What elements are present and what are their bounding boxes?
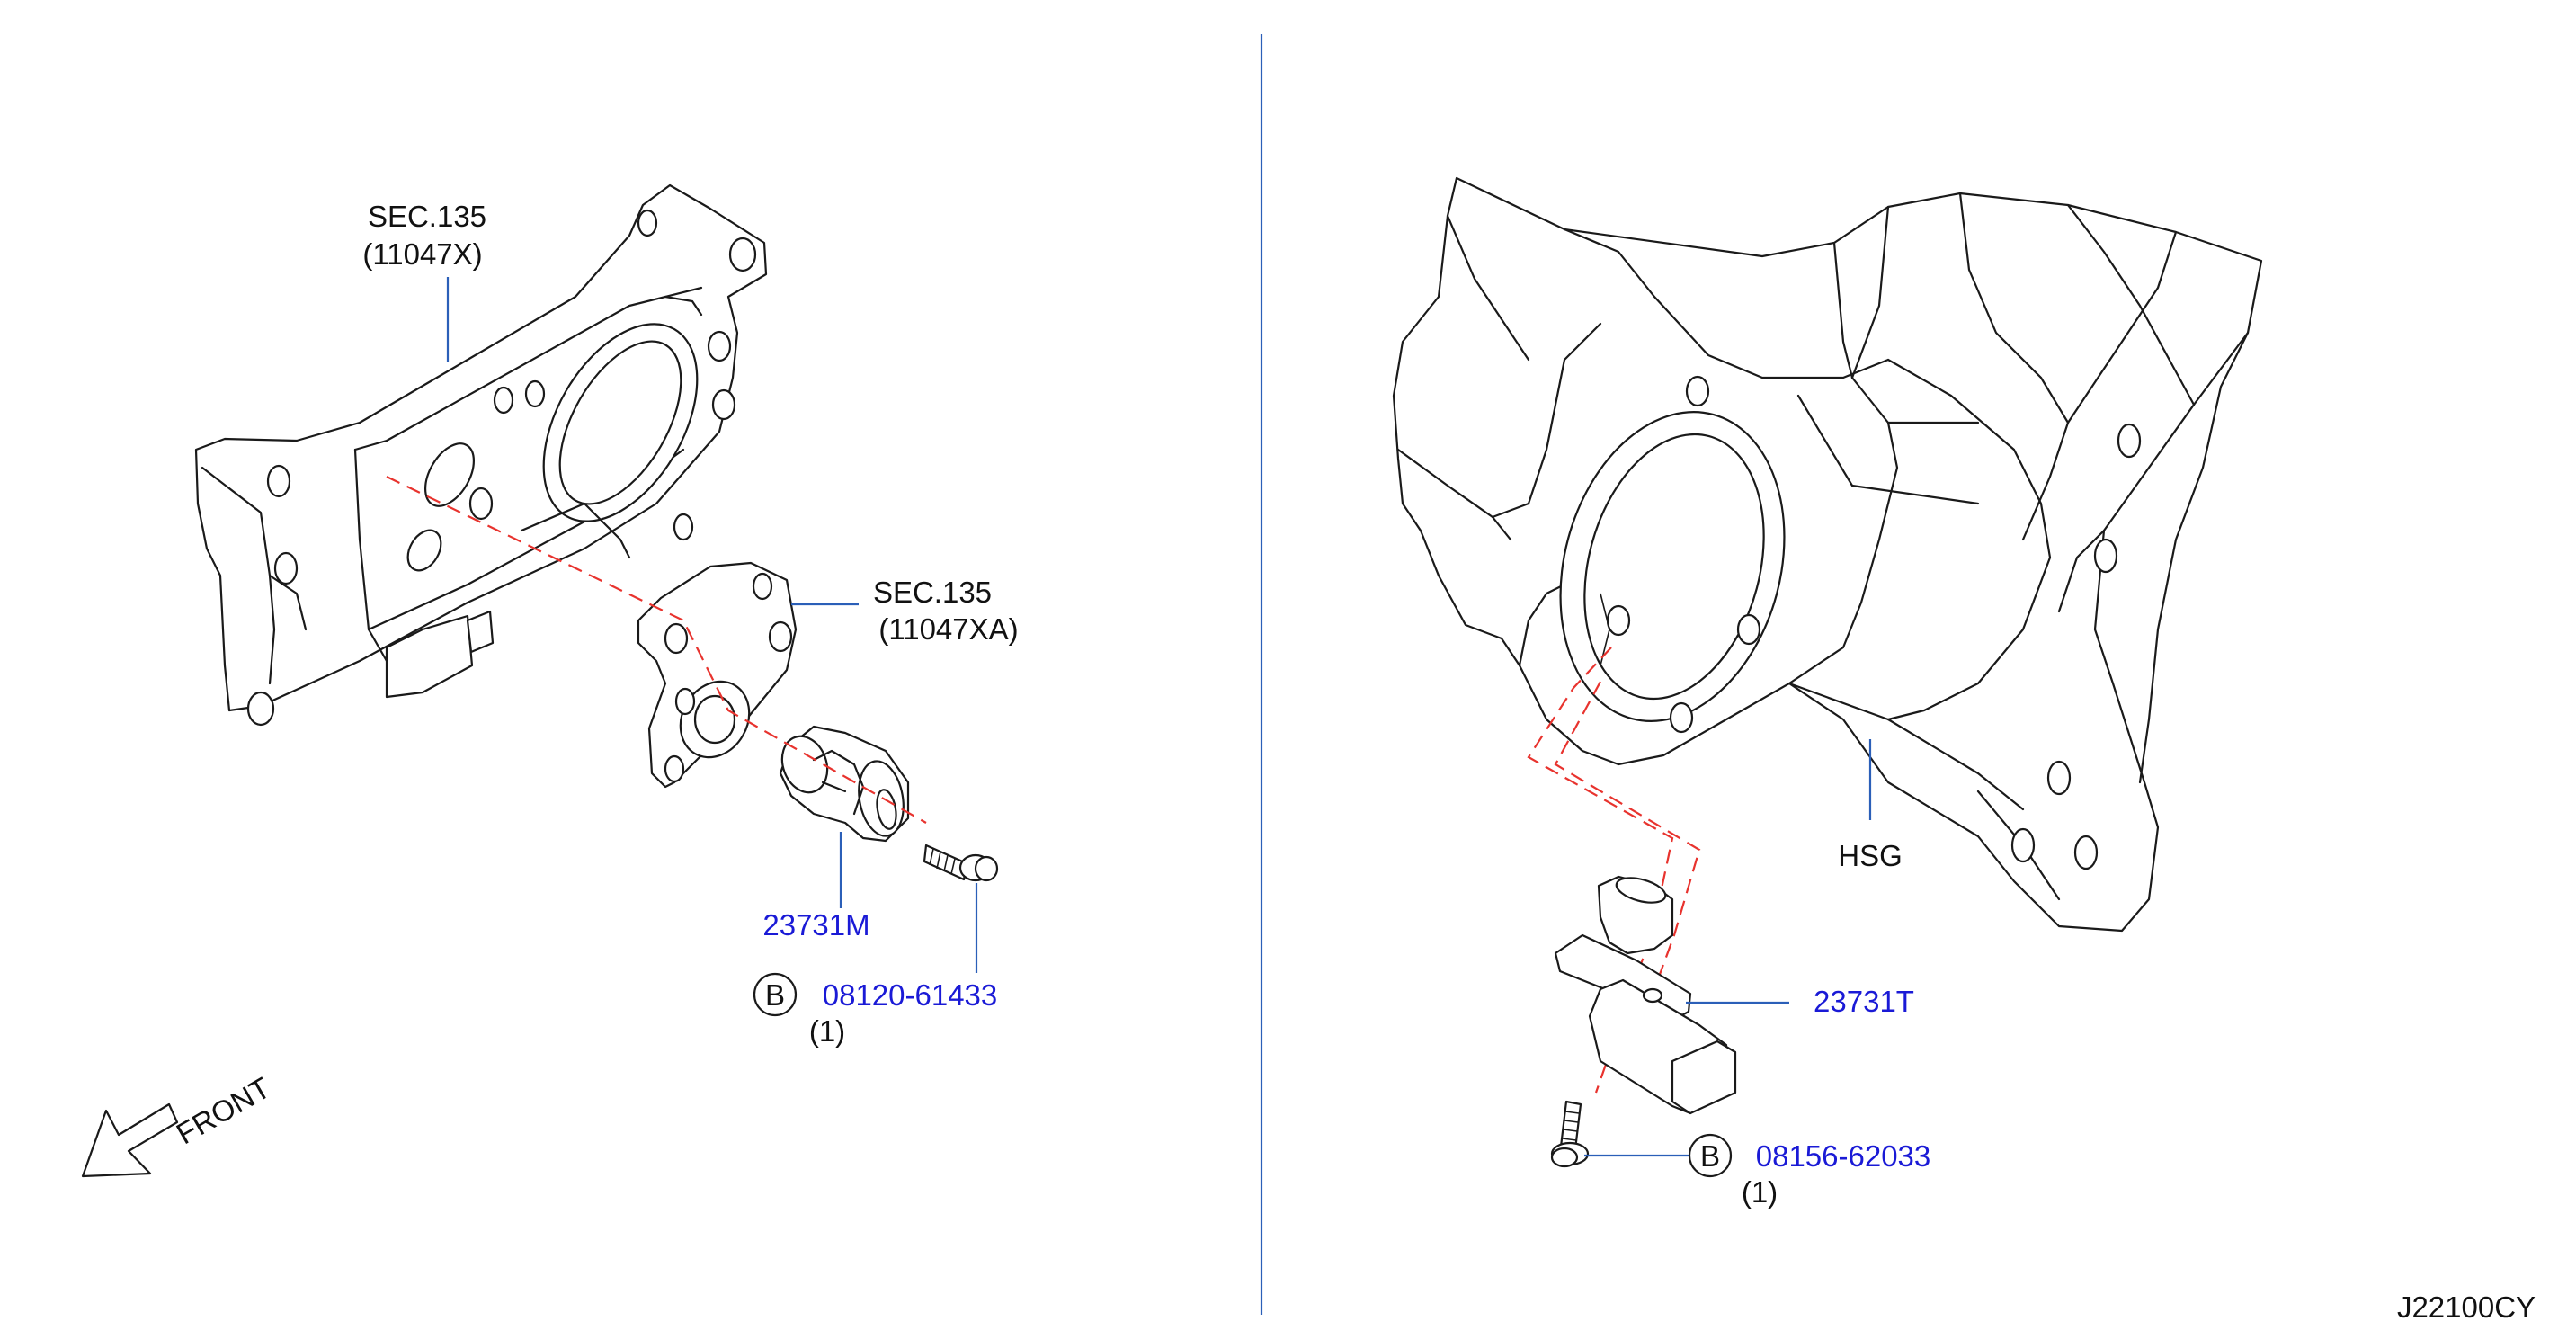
sensor-23731t-drawing	[1554, 875, 1737, 1115]
right-centerline-2	[1554, 681, 1701, 1076]
left-centerline	[386, 476, 927, 824]
sensor-23731m-drawing	[779, 725, 910, 843]
section-ref-2-line2: (11047XA)	[878, 612, 1018, 646]
front-cover-drawing	[194, 183, 768, 727]
bolt-08120-marker: B	[765, 978, 785, 1012]
sensor-bracket-drawing	[637, 561, 798, 789]
housing-drawing	[1392, 176, 2263, 933]
front-arrow-icon	[81, 1102, 179, 1178]
sensor-23731m-part[interactable]: 23731M	[762, 908, 869, 942]
diagram-id: J22100CY	[2397, 1290, 2536, 1324]
bolt-08120-part[interactable]: 08120-61433	[823, 978, 998, 1012]
bolt-08156-part[interactable]: 08156-62033	[1756, 1139, 1931, 1173]
right-centerline-1	[1527, 647, 1674, 1094]
bolt-08120-drawing	[923, 844, 999, 882]
section-ref-line1: SEC.135	[368, 200, 486, 233]
bolt-08120-marker-circle	[753, 972, 798, 1017]
section-ref-line2: (11047X)	[362, 237, 482, 271]
housing-label: HSG	[1838, 839, 1903, 872]
bolt-08156-marker: B	[1700, 1139, 1720, 1173]
bolt-08120-qty: (1)	[809, 1014, 845, 1048]
bolt-08156-qty: (1)	[1742, 1175, 1778, 1209]
sensor-23731t-part[interactable]: 23731T	[1814, 985, 1914, 1018]
bolt-08156-marker-circle	[1688, 1133, 1733, 1178]
section-ref-2-line1: SEC.135	[873, 576, 992, 609]
bolt-08156-drawing	[1550, 1100, 1590, 1168]
front-label: FRONT	[171, 1071, 276, 1151]
